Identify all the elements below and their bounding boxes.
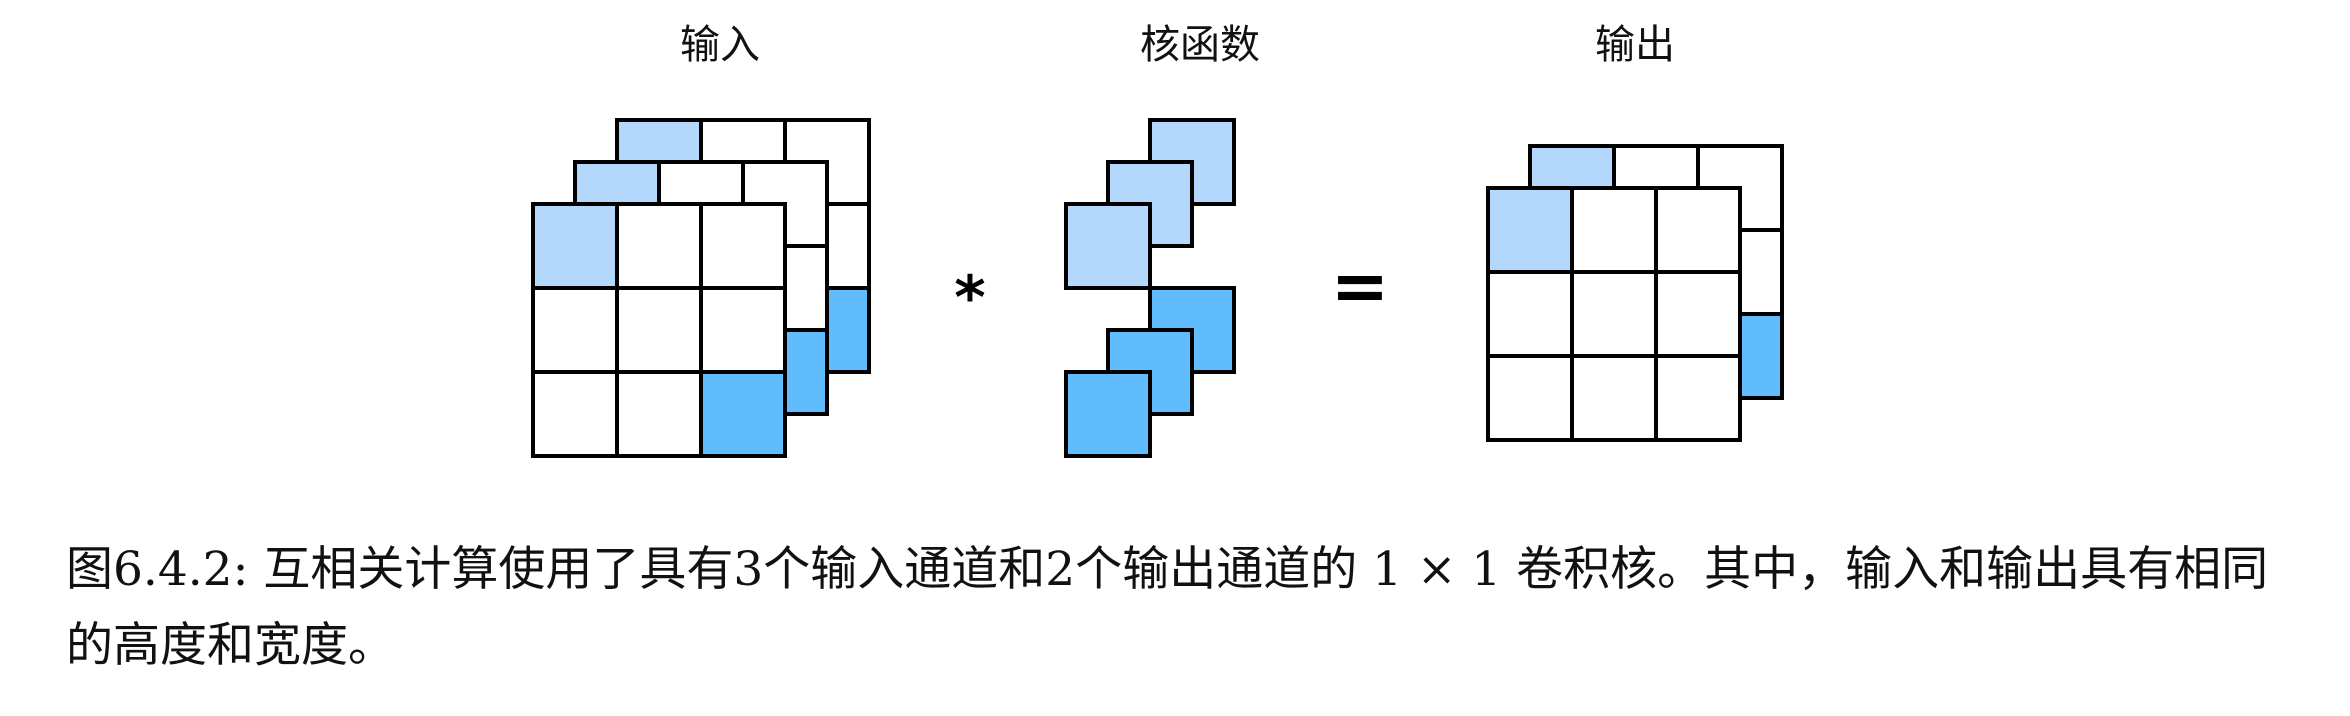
equals-operator: = <box>1331 245 1390 327</box>
output-ch1-cell <box>1570 270 1658 358</box>
output-ch1-cell <box>1570 186 1658 274</box>
kernel-label: 核函数 <box>1140 22 1260 68</box>
figure-number: 图6.4.2: <box>66 542 249 597</box>
kernel-output-channel-2 <box>1064 286 1236 458</box>
input-label: 输入 <box>680 22 760 68</box>
input-ch1-cell <box>699 286 787 374</box>
figure-caption: 图6.4.2: 互相关计算使用了具有3个输入通道和2个输出通道的 1 × 1 卷… <box>66 532 2306 684</box>
output-ch1-cell <box>1486 354 1574 442</box>
input-ch1-cell <box>699 370 787 458</box>
output-ch1-cell <box>1654 186 1742 274</box>
input-channel-1 <box>531 202 787 458</box>
input-ch1-cell <box>531 202 619 290</box>
output-ch1-cell <box>1654 270 1742 358</box>
input-ch1-cell <box>699 202 787 290</box>
convolution-operator: * <box>954 263 985 333</box>
input-ch1-cell <box>615 202 703 290</box>
output-label: 输出 <box>1595 22 1675 68</box>
caption-text: 互相关计算使用了具有3个输入通道和2个输出通道的 1 × 1 卷积核。其中，输入… <box>66 542 2269 673</box>
input-ch1-cell <box>531 370 619 458</box>
output-ch1-cell <box>1486 270 1574 358</box>
input-ch1-cell <box>615 370 703 458</box>
output-ch1-cell <box>1570 354 1658 442</box>
output-channel-1 <box>1486 186 1742 442</box>
kernel-output-channel-1 <box>1064 118 1236 290</box>
kernel-oc1-ic1 <box>1064 202 1152 290</box>
output-ch1-cell <box>1486 186 1574 274</box>
input-ch1-cell <box>615 286 703 374</box>
kernel-oc2-ic1 <box>1064 370 1152 458</box>
output-ch1-cell <box>1654 354 1742 442</box>
input-ch1-cell <box>531 286 619 374</box>
